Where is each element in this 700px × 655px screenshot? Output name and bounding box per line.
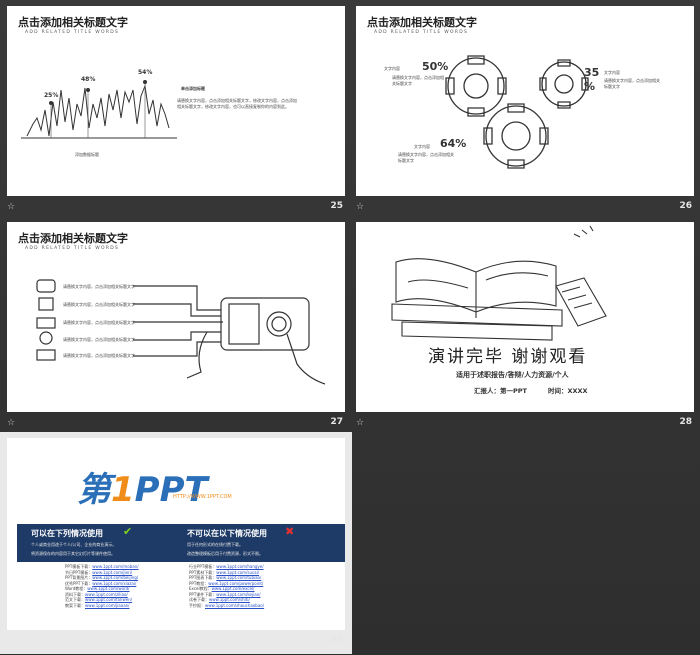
slide-subtitle: ADD RELATED TITLE WORDS	[374, 30, 469, 35]
gear-label: 文字内容	[604, 70, 620, 75]
slide-title: 点击添加相关标题文字	[367, 16, 477, 29]
time: 时间：XXXX	[548, 387, 588, 395]
list-item: 请替换文字内容，点击添加相关标题文字	[63, 353, 135, 358]
star-icon[interactable]: ☆	[356, 418, 365, 428]
slide-28[interactable]: 演讲完毕 谢谢观看 适用于述职报告/答辩/人力资源/个人 汇报人：第一PPT 时…	[356, 222, 694, 412]
link-row[interactable]: 优秀PPT下载：www.1ppt.com/xiazai/	[65, 580, 137, 586]
presenter: 汇报人：第一PPT	[474, 387, 527, 395]
gear-text: 请替换文字内容，点击添加相关标题文字	[604, 78, 660, 89]
gear-value: 64%	[440, 137, 467, 150]
star-icon[interactable]: ☆	[356, 202, 365, 212]
link-row[interactable]: PPT背景图片：www.1ppt.com/beijing/	[65, 575, 139, 580]
slide-number: 28	[679, 417, 692, 427]
slide-26[interactable]: 点击添加相关标题文字 ADD RELATED TITLE WORDS 文字内容 …	[356, 6, 694, 196]
slide-subtitle: ADD RELATED TITLE WORDS	[25, 246, 120, 251]
can-item: 将资源保存的内容用于其它幻灯片等课件使用。	[31, 551, 115, 556]
links-right: 行业PPT模板：www.1ppt.com/hangye/ PPT素材下载：www…	[189, 564, 319, 608]
slide-number: 29	[330, 635, 343, 645]
closing-sub: 适用于述职报告/答辩/人力资源/个人	[456, 371, 569, 379]
peak-label: 25%	[44, 92, 59, 99]
can-item: 个人或商业用途于个人/公司、企业的商业演示。	[31, 542, 117, 547]
axis-caption: 添加数据标题	[75, 152, 99, 157]
gear-text: 请替换文字内容，点击添加相关标题文字	[392, 75, 444, 86]
cross-icon: ✖	[285, 525, 295, 538]
star-icon[interactable]: ☆	[7, 202, 16, 212]
cannot-item: 改造整理模板后用于付费资源，形式不限。	[187, 551, 263, 556]
usage-banner: 可以在下列情况使用 ✔ 不可以在以下情况使用 ✖ 个人或商业用途于个人/公司、企…	[17, 524, 345, 562]
link-row[interactable]: PPT图表下载：www.1ppt.com/tubiao/	[189, 575, 262, 580]
peak-label: 48%	[81, 76, 96, 83]
link-row[interactable]: 教案下载：www.1ppt.com/jiaoan/	[65, 602, 130, 608]
gear-label: 文字内容	[384, 66, 400, 71]
slide-27[interactable]: 点击添加相关标题文字 ADD RELATED TITLE WORDS	[7, 222, 345, 412]
gears-illustration	[445, 55, 589, 169]
tablet-hands-illustration	[36, 279, 326, 385]
link-row[interactable]: 资料下载：www.1ppt.com/ziliao/	[65, 591, 128, 597]
peak-marker	[143, 80, 147, 84]
slide-subtitle: ADD RELATED TITLE WORDS	[25, 30, 120, 35]
can-title: 可以在下列情况使用	[31, 529, 103, 538]
gear-label: 文字内容	[414, 144, 430, 149]
side-text: 请替换文字内容，点击添加相关标题文字，修改文字内容，点击添加相关标题文字，修改文…	[177, 98, 297, 109]
slide-29[interactable]: 第1PPT HTTP://WWW.1PPT.COM 可以在下列情况使用 ✔ 不可…	[7, 438, 345, 630]
peak-marker	[49, 101, 53, 105]
gear-value: 35	[584, 66, 600, 79]
list-item: 请替换文字内容，点击添加相关标题文字	[63, 320, 135, 325]
slide-number: 25	[330, 201, 343, 211]
link-row[interactable]: PPT模板下载：www.1ppt.com/moban/	[65, 564, 139, 569]
slide-title: 点击添加相关标题文字	[18, 16, 128, 29]
slide-25[interactable]: 点击添加相关标题文字 ADD RELATED TITLE WORDS 25% 4…	[7, 6, 345, 196]
check-icon: ✔	[123, 525, 133, 538]
cannot-title: 不可以在以下情况使用	[187, 529, 267, 538]
slide-title: 点击添加相关标题文字	[18, 232, 128, 245]
gear-value-unit: %	[584, 80, 596, 93]
gear-value: 50%	[422, 60, 449, 73]
link-row[interactable]: 节日PPT模板：www.1ppt.com/jieri/	[65, 569, 133, 575]
link-row[interactable]: PPT课件下载：www.1ppt.com/kejian/	[189, 591, 261, 597]
link-row[interactable]: 手抄报：www.1ppt.com/shouchaobao/	[189, 602, 265, 608]
link-row[interactable]: PPT素材下载：www.1ppt.com/sucai/	[189, 569, 260, 575]
logo-char: 第	[77, 470, 111, 510]
logo-url: HTTP://WWW.1PPT.COM	[173, 494, 232, 500]
star-icon[interactable]: ☆	[7, 418, 16, 428]
slide-number: 27	[330, 417, 343, 427]
link-row[interactable]: PPT教程：www.1ppt.com/powerpoint/	[189, 580, 264, 586]
link-row[interactable]: Excel教程：www.1ppt.com/excel/	[189, 586, 255, 591]
gear-text: 请替换文字内容，点击添加相关标题文字	[398, 152, 454, 163]
link-row[interactable]: 行业PPT模板：www.1ppt.com/hangye/	[189, 564, 264, 569]
list-item: 请替换文字内容，点击添加相关标题文字	[63, 302, 135, 307]
links-left: PPT模板下载：www.1ppt.com/moban/ 节日PPT模板：www.…	[65, 564, 175, 608]
peak-label: 54%	[138, 69, 153, 76]
list-item: 请替换文字内容，点击添加相关标题文字	[63, 337, 135, 342]
link-row[interactable]: 范文下载：www.1ppt.com/fanwen/	[65, 597, 133, 602]
slide-number: 26	[679, 201, 692, 211]
books-illustration	[391, 225, 607, 341]
logo-ppt: PPT	[134, 470, 208, 510]
link-row[interactable]: 试卷下载：www.1ppt.com/shiti/	[189, 597, 250, 602]
list-item: 请替换文字内容，点击添加相关标题文字	[63, 284, 135, 289]
logo-one: 1	[111, 470, 135, 510]
link-row[interactable]: Word教程：www.1ppt.com/word/	[65, 586, 130, 591]
cannot-item: 用于任何形式的在线付费下载。	[187, 542, 243, 547]
side-heading: 单击添加标题	[181, 86, 205, 91]
closing-heading: 演讲完毕 谢谢观看	[428, 347, 588, 367]
peak-marker	[86, 88, 90, 92]
line-sketch-chart	[21, 80, 177, 139]
